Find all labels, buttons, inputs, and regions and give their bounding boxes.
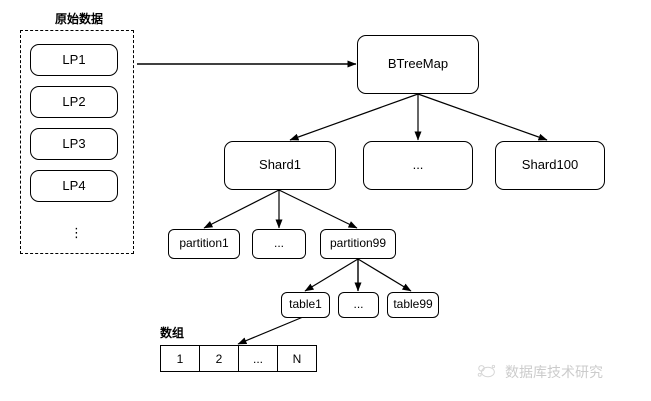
- shard-node-ellipsis[interactable]: ...: [363, 141, 473, 190]
- array-title: 数组: [160, 326, 185, 340]
- array-row: 1 2 ... N: [160, 345, 317, 372]
- lp-box-2[interactable]: LP2: [30, 86, 118, 118]
- shard-node-1-label: Shard1: [259, 157, 301, 173]
- lp-box-1-label: LP1: [62, 51, 86, 67]
- lp-box-4[interactable]: LP4: [30, 170, 118, 202]
- partition-node-1-label: partition1: [179, 236, 229, 251]
- partition-node-99-label: partition99: [329, 236, 387, 251]
- table-node-99-label: table99: [393, 297, 433, 312]
- edge-partition99-to-table1: [304, 258, 359, 292]
- table-node-99[interactable]: table99: [387, 292, 439, 318]
- cloud-logo-icon: [477, 364, 496, 378]
- shard-node-1[interactable]: Shard1: [224, 141, 336, 190]
- array-cell-2[interactable]: ...: [238, 345, 278, 372]
- shard-node-100[interactable]: Shard100: [495, 141, 605, 190]
- edge-table1-to-array: [237, 316, 304, 345]
- partition-node-99[interactable]: partition99: [320, 229, 396, 259]
- btreemap-node[interactable]: BTreeMap: [357, 35, 479, 94]
- edge-shard1-to-partition1: [203, 189, 280, 229]
- partition-node-ellipsis[interactable]: ...: [252, 229, 306, 259]
- lp-box-3[interactable]: LP3: [30, 128, 118, 160]
- array-table: 1 2 ... N: [160, 345, 317, 372]
- table-node-1[interactable]: table1: [281, 292, 330, 318]
- lp-box-2-label: LP2: [62, 93, 86, 109]
- partition-node-1[interactable]: partition1: [168, 229, 240, 259]
- shard-node-ellipsis-label: ...: [412, 157, 424, 173]
- watermark: 数据库技术研究: [476, 361, 603, 383]
- edge-btreemap-to-shard1: [289, 93, 419, 141]
- array-cell-1[interactable]: 2: [199, 345, 239, 372]
- lp-more-ellipsis-icon: ⋮: [70, 225, 83, 240]
- lp-box-4-label: LP4: [62, 177, 86, 193]
- table-node-ellipsis-label: ...: [353, 297, 364, 312]
- array-cell-3[interactable]: N: [277, 345, 317, 372]
- partition-node-ellipsis-label: ...: [273, 236, 284, 251]
- raw-data-group-border: [20, 30, 134, 254]
- edge-partition99-to-table99: [357, 258, 412, 292]
- edge-shard1-to-partition99: [278, 189, 358, 229]
- raw-data-group-title: 原始数据: [55, 12, 104, 26]
- shard-node-100-label: Shard100: [521, 157, 579, 173]
- table-node-1-label: table1: [289, 297, 322, 312]
- watermark-text: 数据库技术研究: [505, 365, 603, 381]
- lp-box-3-label: LP3: [62, 135, 86, 151]
- edge-btreemap-to-shard100: [417, 93, 548, 141]
- lp-box-1[interactable]: LP1: [30, 44, 118, 76]
- btreemap-node-label: BTreeMap: [387, 56, 449, 72]
- array-cell-0[interactable]: 1: [160, 345, 200, 372]
- table-node-ellipsis[interactable]: ...: [338, 292, 379, 318]
